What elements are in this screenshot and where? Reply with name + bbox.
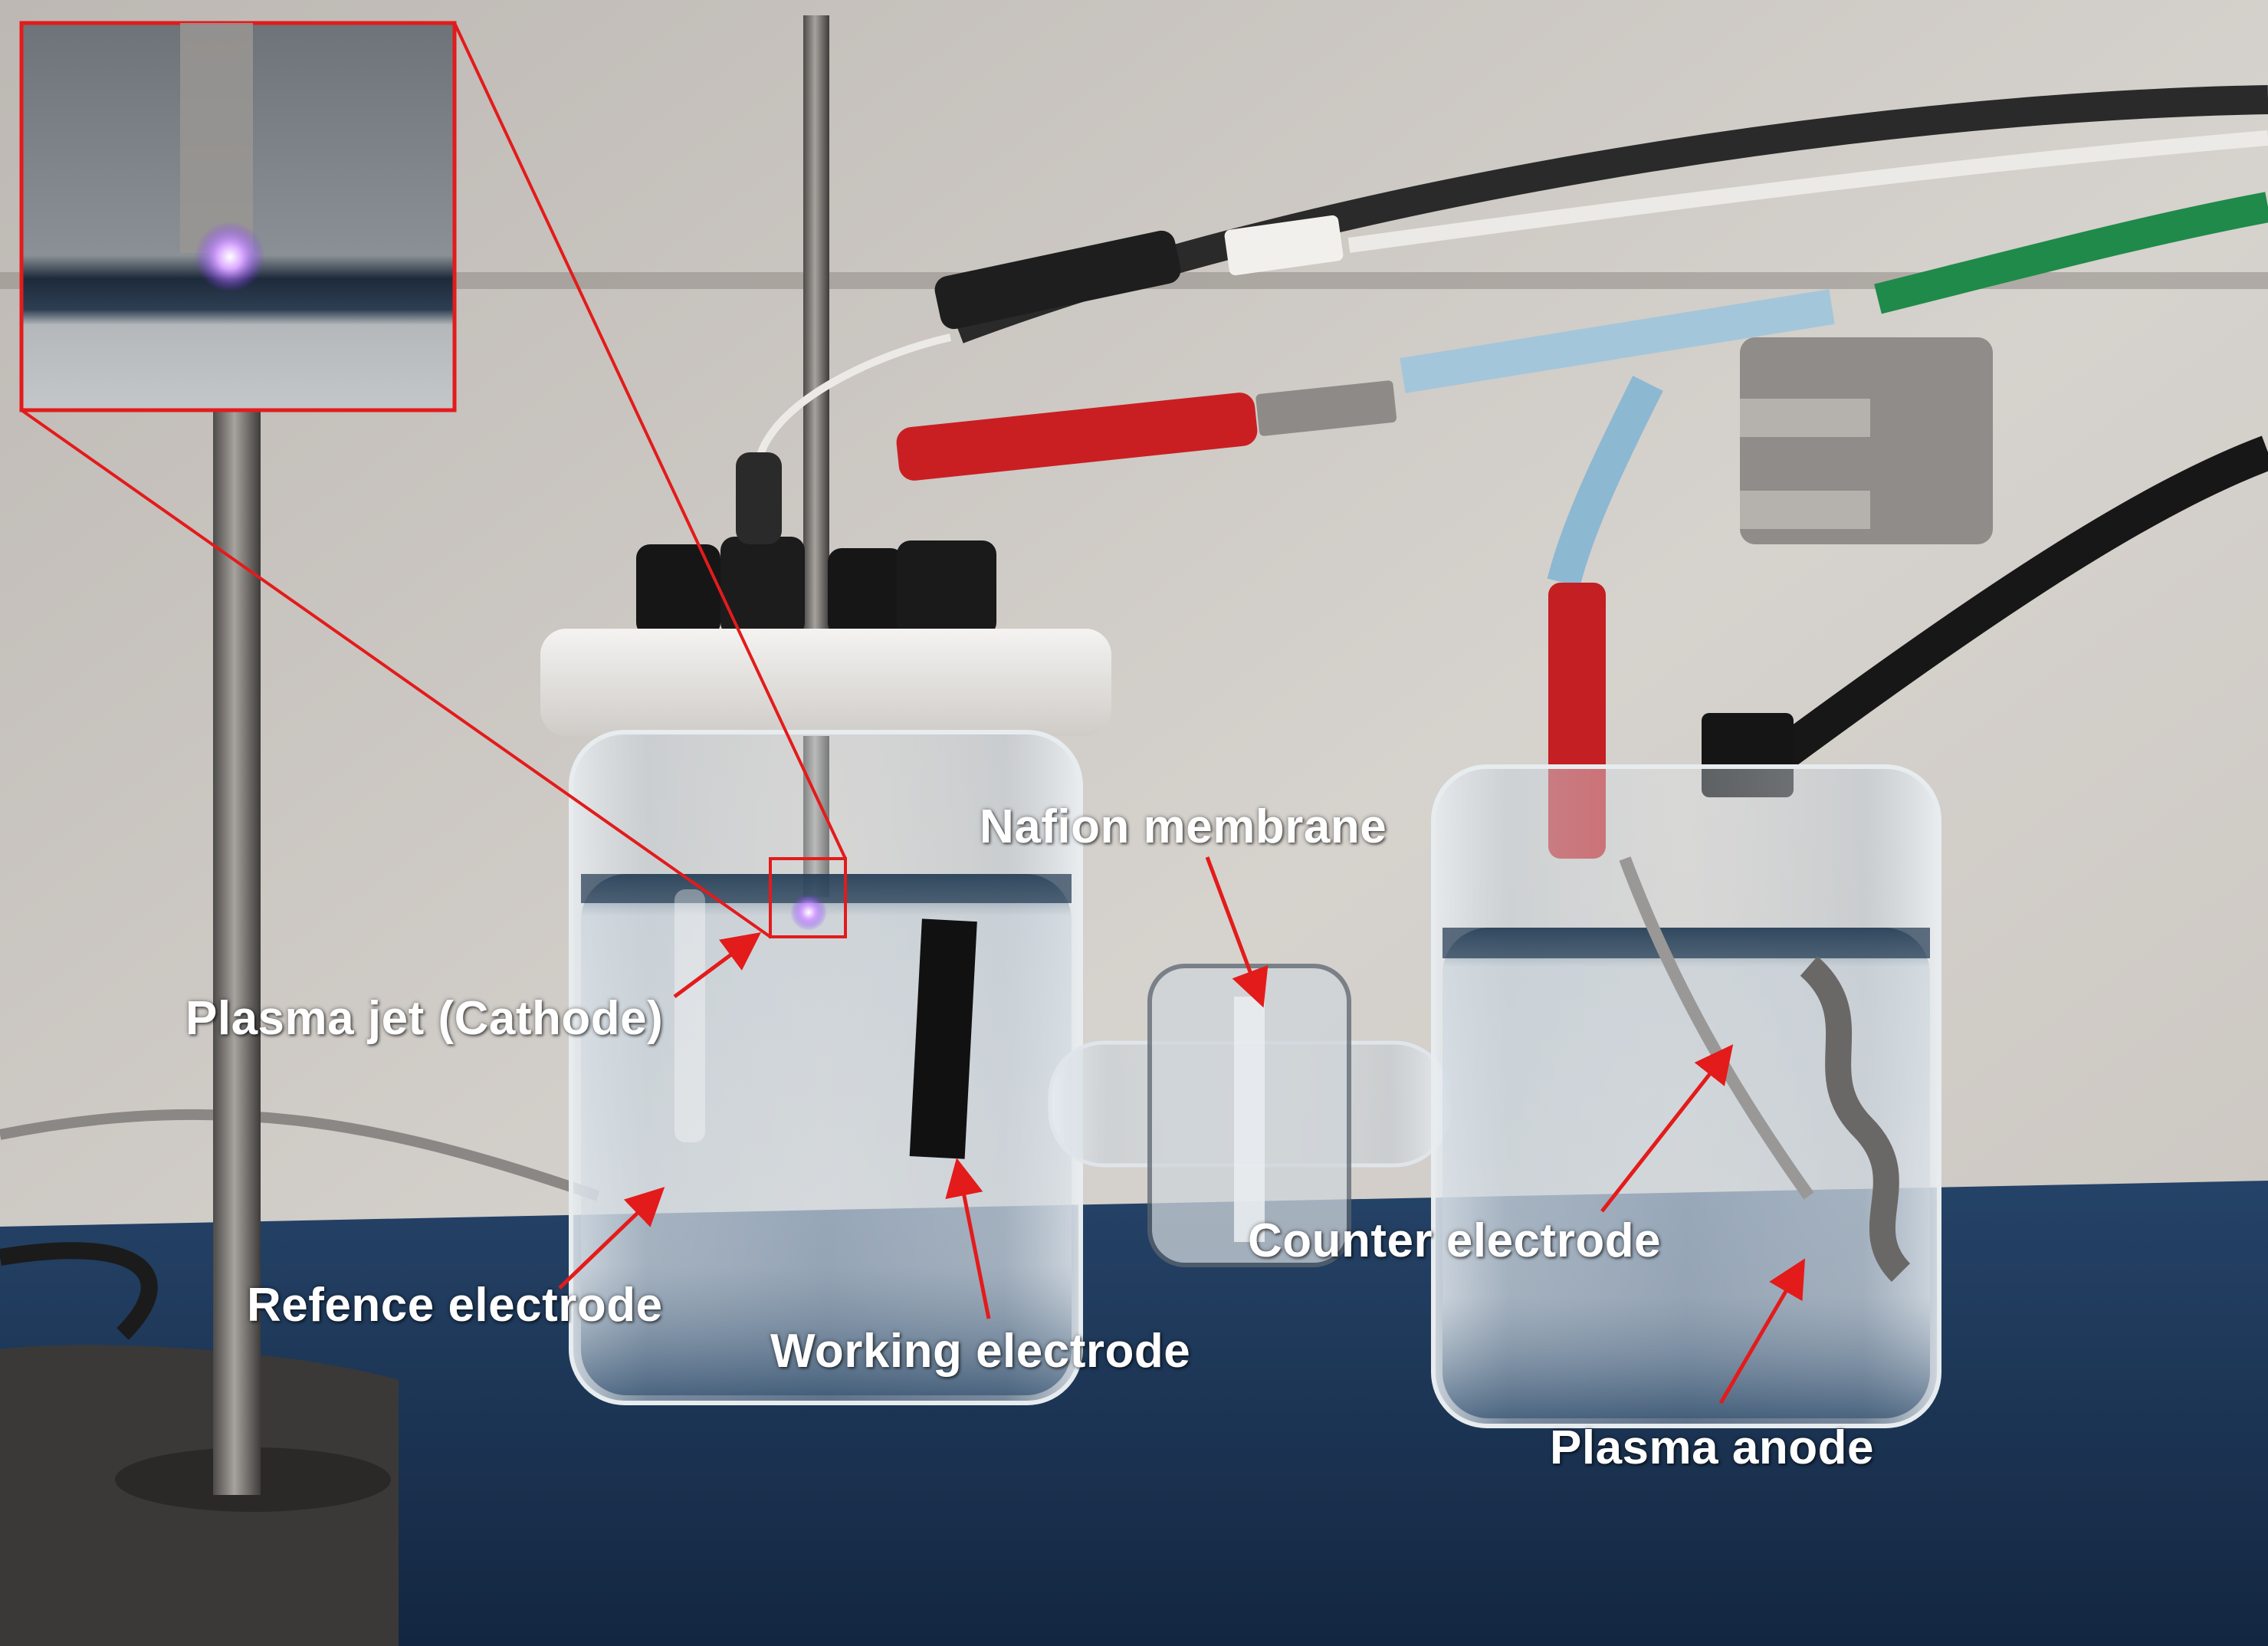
lid-knob-2: [720, 537, 805, 636]
label-working-electrode: Working electrode: [770, 1325, 1191, 1378]
cable-white-top: [1347, 130, 2268, 253]
red-clip-top: [896, 393, 1258, 481]
arrow-working: [945, 1158, 991, 1319]
cable-blue-sleeve: [1400, 289, 1835, 393]
cable-black-anode: [1744, 435, 2268, 789]
arrow-reference: [558, 1187, 665, 1290]
black-clip: [934, 230, 1181, 330]
retort-rod: [213, 406, 261, 1495]
inset-connector-line-1: [20, 409, 772, 938]
lid-stem: [736, 452, 782, 544]
grey-connector: [1255, 380, 1397, 436]
arrow-counter: [1600, 1044, 1734, 1213]
clamp-jaw-2: [1740, 491, 1870, 529]
cable-green: [1874, 192, 2268, 314]
cable-blue-down: [1547, 376, 1663, 587]
counter-electrode: [1619, 856, 1814, 1200]
label-plasma-jet-cathode: Plasma jet (Cathode): [185, 992, 664, 1045]
arrow-nafion: [1205, 856, 1269, 1008]
nafion-membrane: [1234, 997, 1265, 1242]
inset-connector-line-2: [453, 22, 847, 859]
label-counter-electrode: Counter electrode: [1248, 1214, 1662, 1267]
reference-electrode: [674, 889, 705, 1142]
plasma-anode-coil: [1800, 956, 1911, 1283]
lid-knob-1: [636, 544, 720, 636]
arrow-plasma-jet: [673, 932, 762, 999]
inset-plasma-glow: [195, 222, 265, 292]
clamp-jaw-1: [1740, 399, 1870, 437]
right-jar-liquid: [1443, 928, 1930, 1418]
lid-knob-3: [828, 548, 904, 636]
right-jar-surface: [1443, 928, 1930, 958]
plasma-glow: [790, 894, 827, 931]
label-plasma-anode: Plasma anode: [1550, 1421, 1874, 1474]
plasma-zoom-box: [769, 857, 847, 938]
label-nafion-membrane: Nafion membrane: [980, 800, 1387, 853]
cable-grey: [0, 1109, 600, 1201]
jar-lid: [540, 629, 1111, 736]
left-jar-surface: [581, 874, 1072, 903]
cable-black-lower: [0, 1242, 158, 1340]
cable-white-down: [755, 333, 952, 462]
arrow-anode: [1718, 1258, 1806, 1405]
working-electrode: [909, 918, 977, 1159]
inset-nozzle: [180, 23, 253, 253]
white-connector: [1224, 215, 1344, 276]
lid-knob-4: [897, 540, 996, 636]
label-reference-electrode: Refence electrode: [247, 1279, 663, 1332]
